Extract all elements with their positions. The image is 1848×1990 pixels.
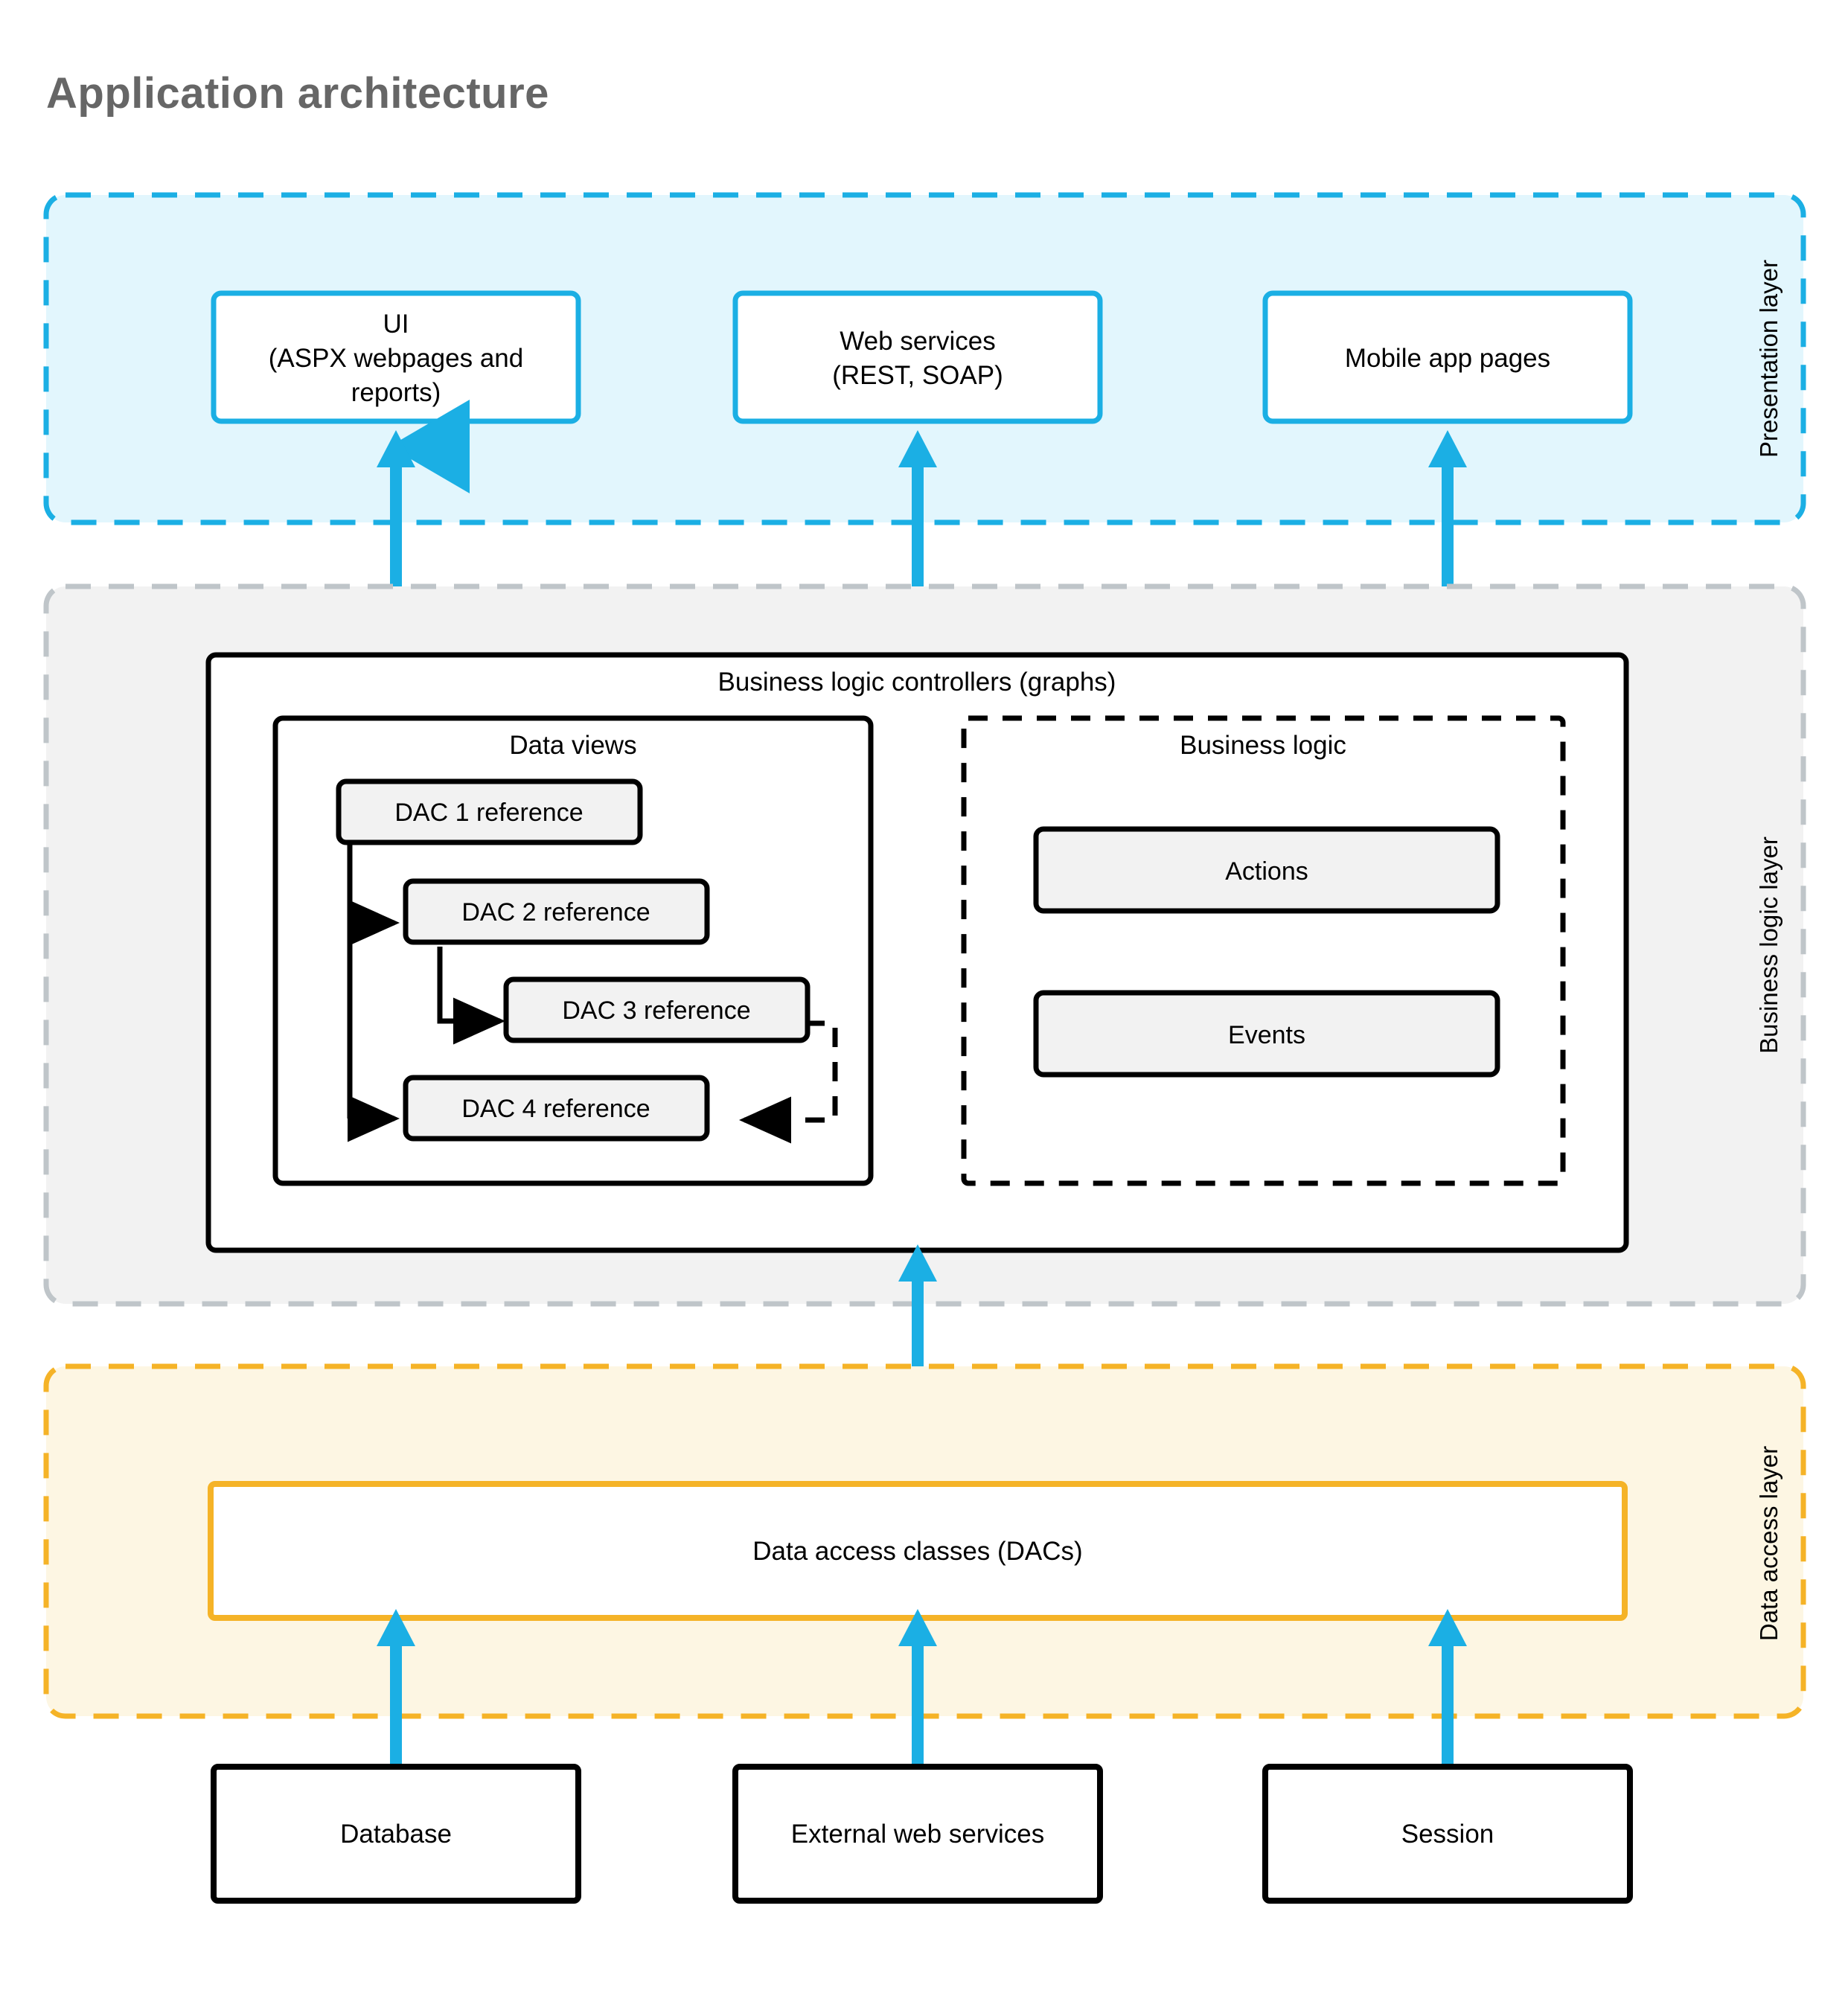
node-database-label: Database <box>340 1820 452 1849</box>
business-logic-group[interactable]: Business logic <box>961 715 1566 1186</box>
data-views-title: Data views <box>509 731 636 760</box>
node-session-box[interactable] <box>1262 1764 1633 1904</box>
node-mobile-app-pages[interactable]: Mobile app pages <box>1262 290 1633 424</box>
node-database[interactable]: Database <box>211 1764 581 1904</box>
node-mobile-app-pages-box[interactable] <box>1262 290 1633 424</box>
node-ui[interactable]: UI (ASPX webpages and reports) <box>211 290 581 424</box>
node-events-box[interactable] <box>1033 990 1500 1078</box>
node-external-web-services-box[interactable] <box>732 1764 1103 1904</box>
node-web-services[interactable]: Web services (REST, SOAP) <box>732 290 1103 424</box>
node-session[interactable]: Session <box>1262 1764 1633 1904</box>
node-dac-1[interactable]: DAC 1 reference <box>336 778 643 845</box>
node-web-services-label-line1: Web services <box>840 327 995 356</box>
node-dac-4[interactable]: DAC 4 reference <box>403 1075 710 1142</box>
business-logic-group-container[interactable] <box>961 715 1566 1186</box>
node-dac-2-box[interactable] <box>403 878 710 945</box>
node-database-box[interactable] <box>211 1764 581 1904</box>
node-dac-1-label: DAC 1 reference <box>394 799 583 827</box>
connector-dac3-to-dac4-dashed <box>739 1020 838 1144</box>
node-dac-4-label: DAC 4 reference <box>461 1095 650 1123</box>
node-events[interactable]: Events <box>1033 990 1500 1078</box>
business-logic-group-title: Business logic <box>1180 731 1346 760</box>
presentation-layer-label: Presentation layer <box>1755 260 1783 458</box>
page-title: Application architecture <box>46 69 549 118</box>
node-dac-2[interactable]: DAC 2 reference <box>403 878 710 945</box>
node-dac-1-box[interactable] <box>336 778 643 845</box>
node-dacs-label: Data access classes (DACs) <box>752 1537 1082 1566</box>
node-actions-label: Actions <box>1225 857 1308 886</box>
node-web-services-label-line2: (REST, SOAP) <box>832 361 1003 390</box>
node-web-services-box[interactable] <box>732 290 1103 424</box>
node-dac-3-label: DAC 3 reference <box>562 996 750 1025</box>
node-session-label: Session <box>1401 1820 1494 1849</box>
node-external-web-services-label: External web services <box>791 1820 1044 1849</box>
node-mobile-app-pages-label: Mobile app pages <box>1345 344 1550 373</box>
dac-connectors <box>347 831 838 1144</box>
arrow-session-shaft <box>1442 1625 1454 1783</box>
node-ui-label-line2: (ASPX webpages and <box>269 344 523 373</box>
node-actions[interactable]: Actions <box>1033 826 1500 914</box>
node-dacs[interactable]: Data access classes (DACs) <box>208 1481 1628 1621</box>
node-dac-2-label: DAC 2 reference <box>461 898 650 927</box>
node-dac-3[interactable]: DAC 3 reference <box>503 976 811 1043</box>
node-dac-3-box[interactable] <box>503 976 811 1043</box>
arrow-ews-shaft <box>912 1625 924 1783</box>
node-dac-4-box[interactable] <box>403 1075 710 1142</box>
node-ui-label-line3: reports) <box>351 378 441 407</box>
node-actions-box[interactable] <box>1033 826 1500 914</box>
data-access-layer-label: Data access layer <box>1755 1446 1783 1641</box>
node-ui-label-line1: UI <box>383 310 409 339</box>
node-events-label: Events <box>1228 1021 1305 1049</box>
arrow-db-shaft <box>390 1625 402 1783</box>
graphs-box-title: Business logic controllers (graphs) <box>718 668 1116 697</box>
node-external-web-services[interactable]: External web services <box>732 1764 1103 1904</box>
connector-dac2-to-dac3 <box>437 947 505 1045</box>
business-logic-layer-label: Business logic layer <box>1755 836 1783 1054</box>
